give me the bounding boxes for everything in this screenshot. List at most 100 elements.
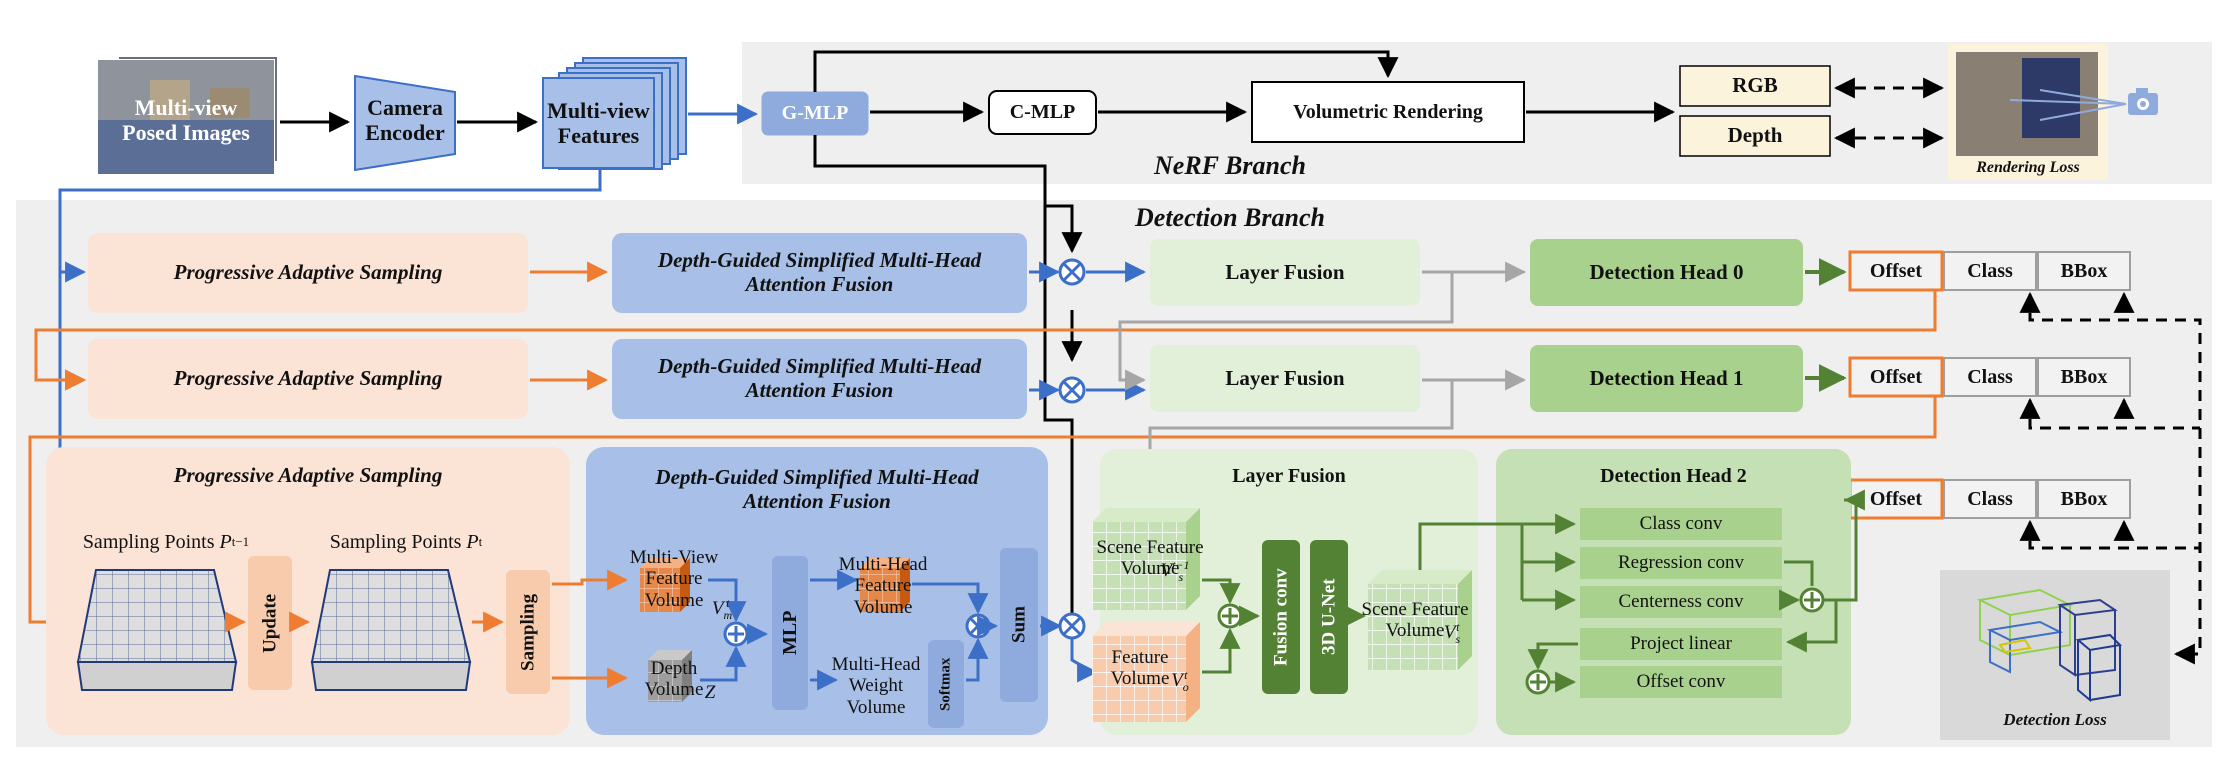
mv-feature-symbol-v: V xyxy=(711,598,724,620)
class-conv-box xyxy=(1580,508,1782,540)
softmax-box xyxy=(928,640,964,728)
offset-label-2: Offset xyxy=(1869,487,1923,510)
detection-head-2-title: Detection Head 2 xyxy=(1600,464,1747,487)
c-mlp-label: C-MLP xyxy=(1009,101,1076,124)
attention-detail-title: Depth-Guided Simplified Multi-Head Atten… xyxy=(655,465,979,513)
scene-prev-label: Scene Feature Volume xyxy=(1096,536,1204,579)
depth-label: Depth xyxy=(1727,123,1783,148)
sampling-points-prev-text: Sampling Points xyxy=(82,530,215,553)
g-mlp-label: G-MLP xyxy=(781,102,849,125)
rgb-label: RGB xyxy=(1732,73,1778,98)
depth-box xyxy=(1679,115,1831,157)
rendering-loss-panel xyxy=(1948,44,2127,180)
c-mlp-box xyxy=(988,90,1097,135)
mv-feature-sub: m xyxy=(723,608,733,622)
pas-label-1: Progressive Adaptive Sampling xyxy=(173,366,443,391)
nerf-branch-title: NeRF Branch xyxy=(1154,151,1306,181)
project-linear-box xyxy=(1580,628,1782,660)
attention-box-0 xyxy=(612,233,1027,313)
layer-fusion-box-0 xyxy=(1150,239,1420,306)
softmax-label: Softmax xyxy=(937,657,954,711)
centerness-conv-label: Centerness conv xyxy=(1618,591,1744,613)
feature-volume-symbol-v: V xyxy=(1171,670,1183,692)
fusion-conv-label: Fusion conv xyxy=(1270,568,1292,666)
detection-head-1-label: Detection Head 1 xyxy=(1589,365,1744,390)
bbox-label-1: BBox xyxy=(2060,365,2108,388)
scene-cur-cube xyxy=(1368,570,1472,670)
output-row-0 xyxy=(1848,250,2131,292)
mv-feature-label: Multi-View Feature Volume xyxy=(600,536,748,622)
layer-fusion-label-1: Layer Fusion xyxy=(1225,365,1345,390)
sampling-label: Sampling xyxy=(517,593,539,671)
bbox-label-0: BBox xyxy=(2060,259,2108,282)
offset-label-1: Offset xyxy=(1869,365,1923,388)
gmlp-to-fusion-path xyxy=(813,135,1074,622)
update-box xyxy=(248,556,292,690)
feature-volume-cube xyxy=(1092,622,1200,722)
rendering-loss-label: Rendering Loss xyxy=(1976,159,2080,177)
depth-volume-cube xyxy=(648,650,692,702)
class-label-0: Class xyxy=(1967,259,2013,282)
project-linear-label: Project linear xyxy=(1630,633,1732,655)
camera-encoder-label: Camera Encoder xyxy=(365,95,445,145)
mh-feature-cube xyxy=(860,558,910,612)
depth-volume-label: Depth Volume xyxy=(644,657,704,700)
rgb-box xyxy=(1679,65,1831,107)
feature-volume-sup: t xyxy=(1184,668,1188,682)
mlp-label: MLP xyxy=(778,610,801,656)
scene-prev-symbol-v: V xyxy=(1160,560,1173,582)
sampling-points-cur-subscript: t xyxy=(478,533,483,549)
sum-label: Sum xyxy=(1008,606,1030,644)
scene-prev-cube xyxy=(1092,508,1200,610)
pas-detail-title: Progressive Adaptive Sampling xyxy=(173,463,443,488)
scene-cur-sub: s xyxy=(1455,632,1461,646)
feature-volume-label: Feature Volume xyxy=(1110,646,1170,689)
detection-head-1-box xyxy=(1530,345,1803,412)
posed-images xyxy=(97,55,279,175)
volumetric-rendering-box xyxy=(1251,81,1525,143)
mv-feature-cube xyxy=(640,558,690,612)
multiview-features-label: Multi-view Features xyxy=(547,98,650,148)
sampling-points-cur-symbol: P xyxy=(466,530,479,553)
layer-fusion-detail-title: Layer Fusion xyxy=(1232,464,1346,487)
mh-weight-label: Multi-Head Weight Volume xyxy=(831,654,921,718)
sampling-grid-cur xyxy=(310,569,472,691)
layer-fusion-box-1 xyxy=(1150,345,1420,412)
pas-label-0: Progressive Adaptive Sampling xyxy=(173,260,443,285)
regression-conv-box xyxy=(1580,547,1782,579)
mv-feature-sup: t xyxy=(726,596,730,610)
mlp-box xyxy=(772,556,808,710)
sampling-grid-prev xyxy=(76,569,238,691)
sampling-points-prev-subscript: t−1 xyxy=(231,533,250,549)
class-label-1: Class xyxy=(1967,365,2013,388)
detection-head-0-box xyxy=(1530,239,1803,306)
scene-cur-symbol-v: V xyxy=(1443,622,1456,644)
regression-conv-label: Regression conv xyxy=(1617,552,1745,574)
sum-box xyxy=(1000,548,1038,702)
camera-encoder-shape xyxy=(354,74,456,172)
mh-feature-label: Multi-Head Feature Volume xyxy=(838,554,928,618)
scene-cur-sup: t xyxy=(1456,620,1460,634)
centerness-conv-box xyxy=(1580,586,1782,618)
sampling-points-prev-symbol: P xyxy=(219,530,232,553)
mv-feature-text: Multi-View Feature Volume xyxy=(629,547,719,611)
attention-box-1 xyxy=(612,339,1027,419)
unet-label: 3D U-Net xyxy=(1318,578,1340,656)
class-label-2: Class xyxy=(1967,487,2013,510)
unet-box xyxy=(1310,540,1348,694)
update-label: Update xyxy=(259,593,281,653)
sampling-points-cur-text: Sampling Points xyxy=(329,530,462,553)
detection-head-0-label: Detection Head 0 xyxy=(1589,259,1744,284)
offset-label-0: Offset xyxy=(1869,259,1923,282)
feature-volume-sub: o xyxy=(1182,680,1189,694)
offset-feedback-0 xyxy=(34,290,1937,391)
scene-prev-sub: s xyxy=(1178,570,1184,584)
class-conv-label: Class conv xyxy=(1639,513,1723,535)
